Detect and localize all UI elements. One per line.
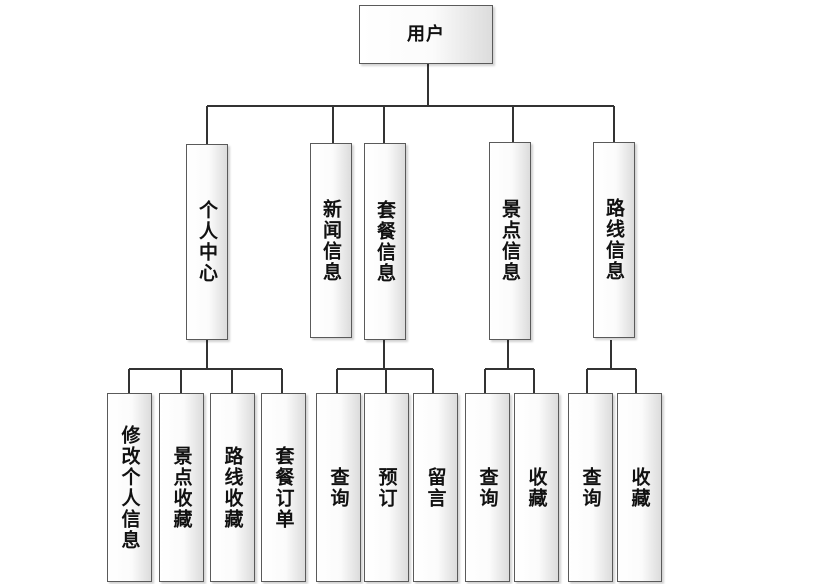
node-package-query: 查询 [316, 393, 361, 582]
root-node-user: 用户 [359, 5, 493, 64]
node-label: 新闻信息 [320, 198, 342, 283]
node-package-booking: 预订 [364, 393, 409, 582]
node-label: 查询 [579, 466, 602, 509]
node-edit-personal-info: 修改个人信息 [107, 393, 152, 582]
node-label: 查询 [327, 466, 350, 509]
node-scenic-favorites: 景点收藏 [159, 393, 204, 582]
node-label: 用户 [407, 23, 445, 45]
node-scenic-collect: 收藏 [514, 393, 559, 582]
node-package-orders: 套餐订单 [261, 393, 306, 582]
node-scenic-query: 查询 [465, 393, 510, 582]
node-label: 景点信息 [499, 199, 521, 283]
node-route-collect: 收藏 [617, 393, 662, 582]
node-label: 修改个人信息 [118, 424, 141, 551]
node-personal-center: 个人中心 [186, 144, 228, 340]
node-label: 收藏 [525, 466, 548, 509]
node-route-query: 查询 [568, 393, 613, 582]
node-scenic-info: 景点信息 [489, 142, 531, 340]
node-package-message: 留言 [413, 393, 458, 582]
node-label: 收藏 [628, 466, 651, 509]
node-label: 预订 [375, 466, 398, 509]
node-package-info: 套餐信息 [364, 143, 406, 340]
node-label: 路线信息 [603, 198, 625, 282]
node-label: 查询 [476, 466, 499, 509]
node-label: 留言 [424, 466, 447, 509]
node-label: 景点收藏 [170, 445, 193, 530]
node-label: 个人中心 [196, 200, 218, 284]
node-label: 路线收藏 [221, 445, 244, 530]
node-label: 套餐订单 [272, 445, 295, 530]
node-route-favorites: 路线收藏 [210, 393, 255, 582]
node-route-info: 路线信息 [593, 142, 635, 338]
node-news-info: 新闻信息 [310, 143, 352, 338]
node-label: 套餐信息 [374, 199, 396, 284]
